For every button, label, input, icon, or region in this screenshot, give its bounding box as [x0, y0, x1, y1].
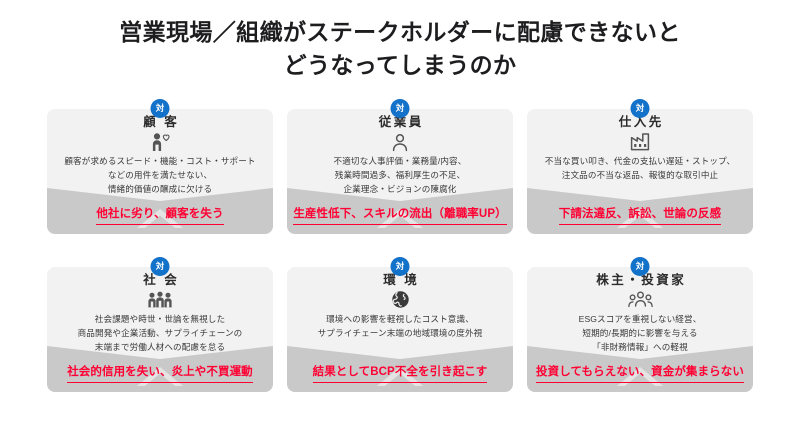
card-badge-environment: 対	[390, 256, 410, 276]
people-group-icon	[47, 289, 273, 311]
factory-icon	[527, 131, 753, 153]
desc-line: 末端まで労働人材への配慮を怠る	[94, 341, 226, 352]
investors-group-icon	[527, 289, 753, 311]
stakeholder-card-customer: 対 顧 客 顧客が求めるスピード・機能・コスト・サポート	[47, 98, 273, 234]
stakeholder-card-supplier: 対 仕入先 不当な買い叩き、代金の支払い遅延・ストップ、	[527, 98, 753, 234]
result-text: 生産性低下、スキルの流出（離職率UP）	[293, 208, 507, 225]
desc-line: 商品開発や企業活動、サプライチェーンの	[77, 327, 243, 338]
card-title-society: 社 会	[143, 272, 180, 287]
page-title: 営業現場／組織がステークホルダーに配慮できないと どうなってしまうのか	[0, 0, 800, 83]
footer-band-shape	[527, 187, 753, 234]
footer-band-shape	[287, 187, 513, 234]
desc-line: 不当な買い叩き、代金の支払い遅延・ストップ、	[544, 155, 736, 166]
card-content-society: 社 会	[47, 267, 273, 355]
card-badge-supplier: 対	[630, 98, 650, 118]
person-heart-icon	[47, 131, 273, 153]
card-badge-customer: 対	[150, 98, 170, 118]
desc-line: サプライチェーン末端の地域環境の度外視	[317, 327, 483, 338]
footer-band-shape	[287, 345, 513, 392]
card-content-employee: 従業員 不適切な人事評価・業務量/内容、 残業時間過多、福利厚生の不足、 企業理…	[287, 109, 513, 197]
desc-line: 情緒的価値の醸成に欠ける	[107, 183, 213, 194]
card-content-supplier: 仕入先 不当な買い叩き、代金の支払い遅延・ストップ、 注文品の不当な返品、報復的…	[527, 109, 753, 183]
card-result-employee: 生産性低下、スキルの流出（離職率UP）	[287, 204, 513, 225]
desc-line: 顧客が求めるスピード・機能・コスト・サポート	[64, 155, 256, 166]
desc-line: 環境への影響を軽視したコスト意識、	[326, 313, 474, 324]
desc-line: 社会課題や時世・世論を無視した	[94, 313, 226, 324]
card-body-environment: 環 境 環境への影響を軽視したコスト意識、 サプライチェーン末端の地域環境の度外…	[287, 266, 513, 392]
card-body-employee: 従業員 不適切な人事評価・業務量/内容、 残業時間過多、福利厚生の不足、 企業理…	[287, 108, 513, 234]
card-desc-supplier: 不当な買い叩き、代金の支払い遅延・ストップ、 注文品の不当な返品、報復的な取引中…	[527, 155, 753, 183]
desc-line: ESGスコアを重視しない経営、	[578, 313, 702, 324]
card-badge-employee: 対	[390, 98, 410, 118]
stakeholder-card-society: 対 社 会	[47, 256, 273, 392]
card-title-environment: 環 境	[383, 272, 420, 287]
result-text: 結果としてBCP不全を引き起こす	[312, 366, 488, 383]
card-footer-society: 社会的信用を失い、炎上や不買運動	[47, 345, 273, 392]
card-title-investors: 株主・投資家	[596, 272, 687, 287]
card-badge-society: 対	[150, 256, 170, 276]
desc-line: 残業時間過多、福利厚生の不足、	[334, 169, 466, 180]
footer-band-shape	[47, 345, 273, 392]
page-title-line-2: どうなってしまうのか	[283, 52, 517, 79]
stakeholder-card-grid: 対 顧 客 顧客が求めるスピード・機能・コスト・サポート	[47, 98, 753, 392]
card-body-supplier: 仕入先 不当な買い叩き、代金の支払い遅延・ストップ、 注文品の不当な返品、報復的…	[527, 108, 753, 234]
result-text: 社会的信用を失い、炎上や不買運動	[67, 366, 253, 383]
card-result-investors: 投資してもらえない、資金が集まらない	[527, 362, 753, 383]
card-footer-environment: 結果としてBCP不全を引き起こす	[287, 345, 513, 392]
page-title-line-1: 営業現場／組織がステークホルダーに配慮できないと	[119, 19, 681, 45]
stakeholder-card-investors: 対 株主・投資家	[527, 256, 753, 392]
card-content-customer: 顧 客 顧客が求めるスピード・機能・コスト・サポート などの用件を満たせない、 …	[47, 109, 273, 197]
result-text: 他社に劣り、顧客を失う	[96, 208, 224, 225]
footer-band-shape	[47, 187, 273, 234]
card-footer-supplier: 下請法違反、訴訟、世論の反感	[527, 187, 753, 234]
card-desc-customer: 顧客が求めるスピード・機能・コスト・サポート などの用件を満たせない、 情緒的価…	[47, 155, 273, 197]
card-desc-environment: 環境への影響を軽視したコスト意識、 サプライチェーン末端の地域環境の度外視	[287, 313, 513, 341]
card-desc-society: 社会課題や時世・世論を無視した 商品開発や企業活動、サプライチェーンの 末端まで…	[47, 313, 273, 355]
desc-line: 企業理念・ビジョンの陳腐化	[343, 183, 457, 194]
card-title-supplier: 仕入先	[618, 114, 664, 129]
stakeholder-card-employee: 対 従業員 不適切な人事評価・業務量/内容、 残業時間過多、福利厚生の不足、	[287, 98, 513, 234]
card-result-supplier: 下請法違反、訴訟、世論の反感	[527, 204, 753, 225]
desc-line: などの用件を満たせない、	[107, 169, 213, 180]
card-footer-employee: 生産性低下、スキルの流出（離職率UP）	[287, 187, 513, 234]
card-result-society: 社会的信用を失い、炎上や不買運動	[47, 362, 273, 383]
card-body-customer: 顧 客 顧客が求めるスピード・機能・コスト・サポート などの用件を満たせない、 …	[47, 108, 273, 234]
card-result-customer: 他社に劣り、顧客を失う	[47, 204, 273, 225]
globe-icon	[287, 289, 513, 311]
card-result-environment: 結果としてBCP不全を引き起こす	[287, 362, 513, 383]
desc-line: 短期的/長期的に影響を与える	[582, 327, 698, 338]
desc-line: 「非財務情報」への軽視	[592, 341, 688, 352]
result-text: 投資してもらえない、資金が集まらない	[536, 366, 744, 383]
desc-line: 注文品の不当な返品、報復的な取引中止	[561, 169, 719, 180]
stakeholder-card-environment: 対 環 境 環境への影響を軽視したコスト意識、 サプライチェーン末端の地	[287, 256, 513, 392]
card-content-investors: 株主・投資家 ESGスコアを重視しない経営、 短期的/	[527, 267, 753, 355]
desc-line: 不適切な人事評価・業務量/内容、	[333, 155, 467, 166]
card-footer-investors: 投資してもらえない、資金が集まらない	[527, 345, 753, 392]
card-title-employee: 従業員	[378, 114, 424, 129]
result-text: 下請法違反、訴訟、世論の反感	[558, 208, 722, 225]
card-desc-investors: ESGスコアを重視しない経営、 短期的/長期的に影響を与える 「非財務情報」への…	[527, 313, 753, 355]
card-body-investors: 株主・投資家 ESGスコアを重視しない経営、 短期的/	[527, 266, 753, 392]
card-title-customer: 顧 客	[143, 114, 180, 129]
card-body-society: 社 会	[47, 266, 273, 392]
card-desc-employee: 不適切な人事評価・業務量/内容、 残業時間過多、福利厚生の不足、 企業理念・ビジ…	[287, 155, 513, 197]
card-footer-customer: 他社に劣り、顧客を失う	[47, 187, 273, 234]
footer-band-shape	[527, 345, 753, 392]
card-badge-investors: 対	[630, 256, 650, 276]
card-content-environment: 環 境 環境への影響を軽視したコスト意識、 サプライチェーン末端の地域環境の度外…	[287, 267, 513, 341]
person-icon	[287, 131, 513, 153]
